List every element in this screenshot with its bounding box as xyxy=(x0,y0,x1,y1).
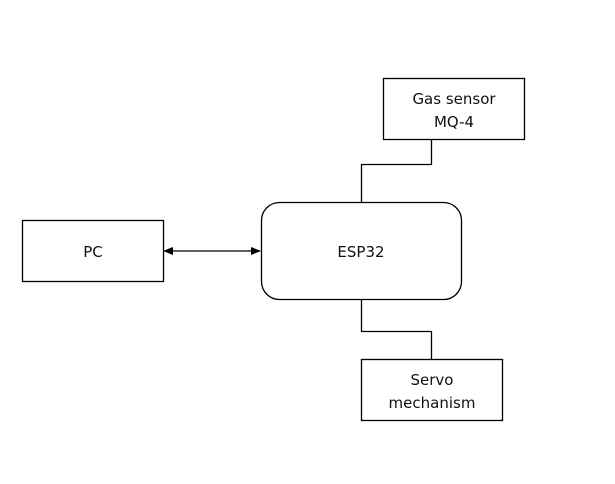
pc-label: PC xyxy=(83,243,103,261)
esp32-label: ESP32 xyxy=(337,243,384,261)
servo-label-line-1: Servo xyxy=(411,371,454,389)
edge-esp32-servo xyxy=(360,300,433,359)
servo-label-line-2: mechanism xyxy=(389,394,476,412)
gas-sensor-box xyxy=(382,77,526,141)
edge-gas-sensor-esp32 xyxy=(360,140,433,202)
gas-sensor-label-line-1: Gas sensor xyxy=(412,90,496,108)
node-pc: PC xyxy=(21,219,165,283)
node-servo: Servo mechanism xyxy=(360,358,504,422)
servo-box xyxy=(360,358,504,422)
node-esp32: ESP32 xyxy=(260,201,463,301)
gas-sensor-label-line-2: MQ-4 xyxy=(434,113,474,131)
esp32-box xyxy=(260,201,463,301)
pc-box xyxy=(21,219,165,283)
node-gas-sensor: Gas sensor MQ-4 xyxy=(382,77,526,141)
